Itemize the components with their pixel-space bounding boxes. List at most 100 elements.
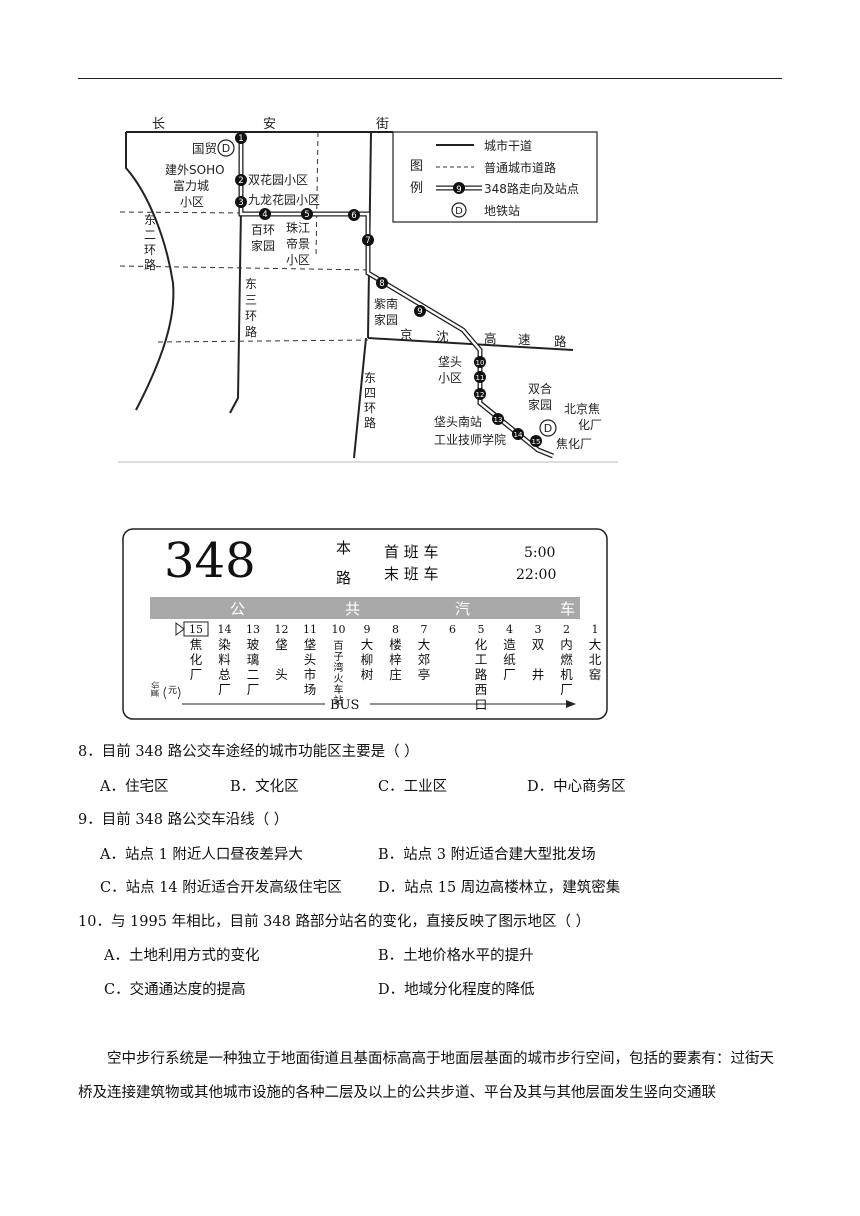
sign-stop-number: 6 bbox=[449, 623, 456, 636]
map-label-jiaohuachang: 焦化厂 bbox=[556, 437, 592, 451]
sign-stop-name: 染料总厂 bbox=[218, 637, 231, 697]
map-label-east3: 环 bbox=[245, 309, 257, 323]
map-station-marker bbox=[492, 413, 504, 425]
map-station-marker bbox=[235, 196, 247, 208]
sign-stop-number: 14 bbox=[218, 623, 232, 636]
map-label-jiaohua: 北京焦 bbox=[564, 402, 600, 416]
bus-route-sign: 348 本 路 首 班 车 末 班 车 5:00 22:00 公 共 汽 车 1… bbox=[122, 528, 608, 720]
route-label: 路 bbox=[336, 569, 351, 587]
sign-stop-number: 1 bbox=[592, 623, 599, 636]
map-station-number: 10 bbox=[476, 359, 485, 367]
map-station-number: 15 bbox=[532, 438, 541, 446]
map-label-jingshen: 速 bbox=[518, 332, 531, 347]
question-8-option-a: A．住宅区 bbox=[100, 779, 169, 795]
map-station-number: 13 bbox=[494, 416, 503, 424]
legend-title: 图 bbox=[410, 159, 423, 174]
map-station-number: 14 bbox=[514, 431, 523, 439]
sign-stop-name: 楼梓庄 bbox=[389, 637, 402, 682]
passage-paragraph: 空中步行系统是一种独立于地面街道且基面标高高于地面层基面的城市步行空间，包括的要… bbox=[78, 1051, 774, 1101]
map-street-char: 街 bbox=[376, 117, 389, 132]
sign-stop-number: 2 bbox=[563, 623, 570, 636]
map-label-east2: 环 bbox=[144, 243, 156, 257]
map-label-zhujiang: 帝景 bbox=[286, 236, 310, 251]
map-station-number: 1 bbox=[238, 134, 243, 144]
first-bus-label: 首 班 车 bbox=[384, 543, 439, 561]
sign-stop-name: 内燃机厂 bbox=[560, 637, 573, 697]
map-station-number: 9 bbox=[417, 307, 422, 317]
map-station-marker bbox=[301, 208, 313, 220]
map-station-number: 7 bbox=[365, 236, 370, 246]
map-street-char: 安 bbox=[263, 117, 276, 132]
map-label-east4: 环 bbox=[364, 401, 376, 415]
band-char: 车 bbox=[560, 600, 575, 618]
sign-stop-name: 垡头市场 bbox=[304, 637, 317, 697]
map-label-jiaohua: 化厂 bbox=[578, 418, 602, 432]
sign-stop-number: 8 bbox=[392, 623, 399, 636]
map-station-marker bbox=[414, 305, 426, 317]
map-label-east3: 路 bbox=[245, 324, 257, 339]
sign-stop-number: 13 bbox=[246, 623, 260, 636]
map-label-zinan: 家园 bbox=[374, 312, 398, 327]
map-label-shuanghe: 双合 bbox=[528, 381, 552, 396]
map-label-guomao: 国贸 bbox=[192, 141, 217, 156]
legend-item: 城市干道 bbox=[484, 138, 532, 153]
map-station-marker bbox=[474, 356, 486, 368]
map-label-putou: 垡头 bbox=[438, 354, 462, 369]
sign-stop-name: 百子湾火车站 bbox=[334, 640, 344, 707]
metro-icon: D bbox=[222, 142, 230, 155]
map-label-technician: 工业技师学院 bbox=[434, 432, 506, 447]
sign-stop-name: 大柳树 bbox=[361, 637, 374, 682]
header-rule bbox=[78, 78, 782, 79]
terminus-box bbox=[183, 621, 209, 637]
legend-item: 348路走向及站点 bbox=[484, 181, 579, 196]
map-station-number: 2 bbox=[238, 176, 243, 186]
map-label-jiulong: 九龙花园小区 bbox=[248, 192, 320, 207]
route-number: 348 bbox=[164, 533, 256, 589]
map-street-char: 长 bbox=[152, 117, 165, 132]
sign-stop-name: 大北窑 bbox=[589, 637, 602, 682]
map-label-shuanghe: 家园 bbox=[528, 397, 552, 412]
map-label-east2: 二 bbox=[144, 228, 156, 242]
map-legend: 图 例 城市干道 普通城市道路 9 348路走向及站点 D 地铁站 bbox=[392, 131, 598, 223]
map-label-east2: 东 bbox=[144, 213, 156, 227]
sign-stop-name: 垡头 bbox=[275, 637, 288, 682]
question-9-option-a: A．站点 1 附近人口昼夜差异大 bbox=[100, 847, 303, 863]
sign-stop-number: 10 bbox=[332, 623, 346, 636]
map-label-putou-south: 垡头南站 bbox=[434, 414, 482, 429]
map-label-east2: 路 bbox=[144, 257, 156, 272]
legend-stop-sample: 9 bbox=[456, 185, 461, 195]
map-station-marker bbox=[376, 277, 388, 289]
bus-label: BUS bbox=[330, 698, 359, 713]
map-label-jingshen: 京 bbox=[400, 327, 413, 342]
question-8-stem: 8．目前 348 路公交车途经的城市功能区主要是（ ） bbox=[78, 744, 419, 760]
last-bus-label: 末 班 车 bbox=[384, 565, 439, 583]
map-station-marker bbox=[348, 209, 360, 221]
map-station-marker bbox=[259, 208, 271, 220]
map-label-putou: 小区 bbox=[438, 371, 462, 385]
map-label-east4: 路 bbox=[364, 415, 376, 430]
sign-stop-number: 15 bbox=[189, 623, 203, 636]
legend-title: 例 bbox=[410, 181, 423, 196]
map-label-zhujiang: 小区 bbox=[286, 253, 310, 267]
sign-stop-name: 双井 bbox=[532, 637, 545, 682]
sign-stop-number: 5 bbox=[478, 623, 485, 636]
map-label-east3: 东 bbox=[245, 277, 257, 291]
terminus-arrow-icon bbox=[175, 622, 185, 636]
fare-label: 票价 bbox=[151, 681, 160, 697]
map-label-east4: 四 bbox=[364, 386, 376, 400]
map-label-zinan: 紫南 bbox=[374, 296, 398, 311]
sign-stop-number: 4 bbox=[506, 623, 513, 636]
question-9-option-b: B．站点 3 附近适合建大型批发场 bbox=[378, 847, 596, 863]
sign-stop-number: 3 bbox=[535, 623, 542, 636]
first-bus-time: 5:00 bbox=[524, 545, 555, 561]
band-char: 汽 bbox=[455, 600, 470, 618]
map-station-number: 3 bbox=[238, 198, 243, 208]
sign-stop-number: 12 bbox=[275, 623, 289, 636]
map-label-baihuan: 百环 bbox=[251, 223, 275, 237]
question-10-option-d: D．地域分化程度的降低 bbox=[378, 982, 535, 998]
map-station-marker bbox=[362, 234, 374, 246]
metro-icon: D bbox=[455, 206, 463, 217]
map-station-number: 11 bbox=[476, 374, 485, 382]
